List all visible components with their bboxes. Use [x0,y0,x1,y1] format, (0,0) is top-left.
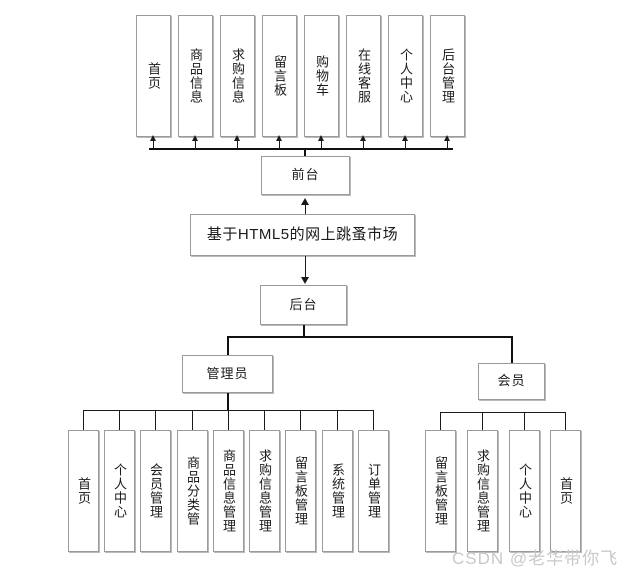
admin-node-7[interactable]: 系统管理 [322,430,353,552]
frontend-riser-1 [195,140,196,149]
member-node-1-label: 求购信息管理 [475,449,490,533]
frontend-arrow-4-icon [318,135,324,141]
member-node-0-label: 留言板管理 [433,456,448,526]
title-to-frontend-line [305,205,306,215]
frontend-arrow-5-icon [360,135,366,141]
member-branch-label: 会员 [497,373,526,389]
frontend-arrow-1-icon [192,135,198,141]
member-node-0[interactable]: 留言板管理 [425,430,456,552]
member-riser-2 [524,412,525,430]
admin-node-6-label: 留言板管理 [293,456,308,526]
backend-split-line [227,336,512,338]
admin-node-7-label: 系统管理 [330,463,345,519]
frontend-node-6-label: 个人中心 [398,48,413,104]
frontend-arrow-3-icon [276,135,282,141]
frontend-node-1-label: 商品信息 [188,48,203,104]
member-riser-1 [482,412,483,430]
backend-branch-node[interactable]: 后台 [260,285,347,325]
frontend-riser-4 [321,140,322,149]
admin-node-6[interactable]: 留言板管理 [285,430,316,552]
admin-node-4-label: 商品信息管理 [221,449,236,533]
frontend-arrow-6-icon [402,135,408,141]
member-node-3-label: 首页 [558,477,573,505]
frontend-riser-5 [363,140,364,149]
frontend-riser-2 [237,140,238,149]
admin-node-2[interactable]: 会员管理 [140,430,171,552]
member-branch-node[interactable]: 会员 [478,363,545,400]
admin-node-5[interactable]: 求购信息管理 [249,430,280,552]
frontend-arrow-7-icon [444,135,450,141]
admin-branch-label: 管理员 [206,365,249,381]
member-bus-line [440,412,566,413]
admin-riser-6 [300,410,301,430]
member-node-3[interactable]: 首页 [550,430,581,552]
frontend-arrow-0-icon [150,135,156,141]
admin-node-0[interactable]: 首页 [68,430,99,552]
admin-node-1-label: 个人中心 [112,463,127,519]
frontend-node-4-label: 购物车 [314,55,329,97]
frontend-node-2[interactable]: 求购信息 [220,15,255,137]
admin-riser-3 [192,410,193,430]
member-node-1[interactable]: 求购信息管理 [467,430,498,552]
admin-node-8[interactable]: 订单管理 [358,430,389,552]
frontend-riser-7 [447,140,448,149]
frontend-node-5-label: 在线客服 [356,48,371,104]
system-title-node[interactable]: 基于HTML5的网上跳蚤市场 [190,214,415,256]
frontend-arrow-2-icon [234,135,240,141]
admin-drop-line [227,336,229,355]
admin-node-0-label: 首页 [76,477,91,505]
title-to-backend-arrow-icon [301,277,309,284]
member-riser-0 [440,412,441,430]
frontend-node-6[interactable]: 个人中心 [388,15,423,137]
frontend-node-7[interactable]: 后台管理 [430,15,465,137]
frontend-node-4[interactable]: 购物车 [304,15,339,137]
admin-node-2-label: 会员管理 [148,463,163,519]
frontend-branch-label: 前台 [291,167,320,183]
admin-branch-node[interactable]: 管理员 [182,355,273,393]
csdn-watermark: CSDN @老华带你飞 [452,549,619,568]
frontend-node-2-label: 求购信息 [230,48,245,104]
frontend-node-0[interactable]: 首页 [136,15,171,137]
frontend-node-1[interactable]: 商品信息 [178,15,213,137]
admin-riser-8 [373,410,374,430]
backend-branch-label: 后台 [289,296,318,312]
member-riser-3 [565,412,566,430]
frontend-bus-line [149,148,453,150]
frontend-node-5[interactable]: 在线客服 [346,15,381,137]
frontend-node-3[interactable]: 留言板 [262,15,297,137]
admin-node-3[interactable]: 商品分类管 [177,430,208,552]
frontend-node-0-label: 首页 [146,62,161,90]
frontend-node-7-label: 后台管理 [440,48,455,104]
member-node-2-label: 个人中心 [517,463,532,519]
frontend-stem-line [304,148,306,156]
title-to-frontend-arrow-icon [301,198,309,205]
frontend-branch-node[interactable]: 前台 [261,156,350,195]
admin-riser-2 [155,410,156,430]
admin-riser-0 [83,410,84,430]
frontend-riser-3 [279,140,280,149]
admin-node-5-label: 求购信息管理 [257,449,272,533]
title-to-backend-line [305,256,306,278]
admin-riser-7 [337,410,338,430]
system-title-label: 基于HTML5的网上跳蚤市场 [206,225,399,243]
admin-riser-1 [119,410,120,430]
admin-node-1[interactable]: 个人中心 [104,430,135,552]
admin-node-8-label: 订单管理 [366,463,381,519]
frontend-riser-6 [405,140,406,149]
member-drop-line [511,336,513,363]
admin-node-3-label: 商品分类管 [185,456,200,526]
member-node-2[interactable]: 个人中心 [509,430,540,552]
backend-stem-line [303,325,305,337]
admin-stem-line [227,393,229,410]
admin-riser-4 [228,410,229,430]
admin-node-4[interactable]: 商品信息管理 [213,430,244,552]
frontend-riser-0 [153,140,154,149]
frontend-node-3-label: 留言板 [272,55,287,97]
admin-riser-5 [264,410,265,430]
